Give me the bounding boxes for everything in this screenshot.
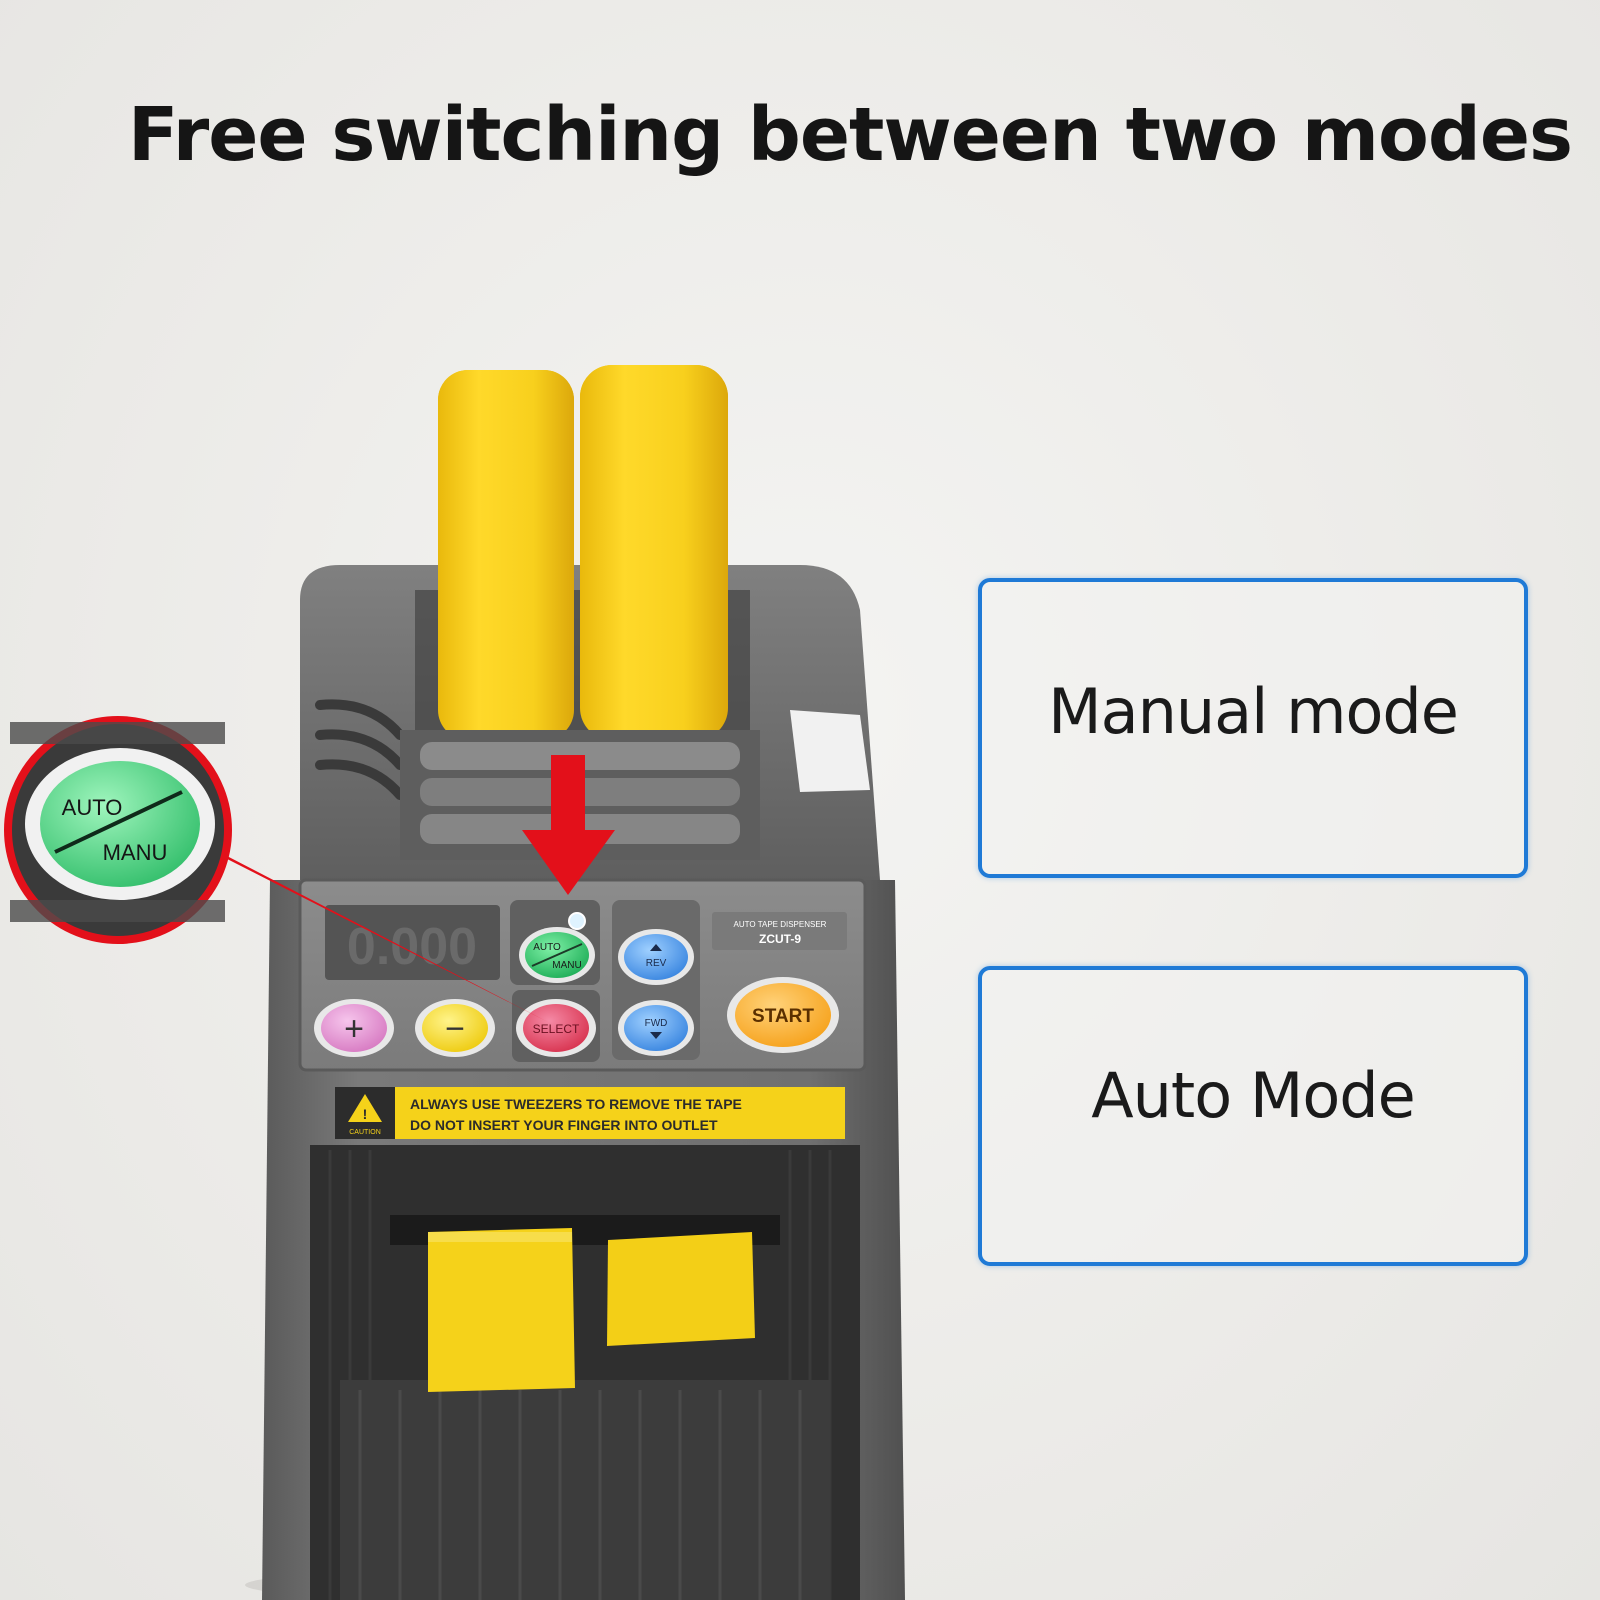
callout-auto-label: AUTO bbox=[62, 795, 123, 820]
brand-line: AUTO TAPE DISPENSER bbox=[734, 920, 827, 929]
callout-manu-label: MANU bbox=[103, 840, 168, 865]
manual-mode-box: Manual mode bbox=[978, 578, 1528, 878]
tape-outlet bbox=[310, 1145, 860, 1600]
down-arrow-icon bbox=[650, 1032, 662, 1039]
fwd-button[interactable]: FWD bbox=[618, 1000, 694, 1056]
start-button[interactable]: START bbox=[727, 977, 839, 1053]
minus-button[interactable]: − bbox=[415, 999, 495, 1057]
rev-button[interactable]: REV bbox=[618, 929, 694, 985]
warning-triangle-icon bbox=[348, 1094, 382, 1122]
plus-button[interactable]: + bbox=[314, 999, 394, 1057]
auto-mode-box: Auto Mode bbox=[978, 966, 1528, 1266]
dispensed-tape bbox=[428, 1228, 755, 1392]
svg-text:!: ! bbox=[363, 1106, 368, 1122]
select-label: SELECT bbox=[533, 1022, 580, 1036]
led-display: 0.000 bbox=[347, 918, 477, 976]
status-led bbox=[568, 912, 586, 930]
manual-mode-label: Manual mode bbox=[1048, 674, 1459, 748]
start-label: START bbox=[752, 1006, 814, 1027]
red-arrow bbox=[522, 755, 615, 895]
auto-label: AUTO bbox=[533, 942, 561, 953]
select-button[interactable]: SELECT bbox=[516, 999, 596, 1057]
headline: Free switching between two modes bbox=[127, 92, 1573, 178]
model-label: ZCUT-9 bbox=[759, 932, 801, 946]
manu-label: MANU bbox=[552, 960, 581, 971]
guide-fins bbox=[315, 699, 405, 800]
up-arrow-icon bbox=[650, 944, 662, 951]
warning-sticker: ! CAUTION ALWAYS USE TWEEZERS TO REMOVE … bbox=[335, 1087, 845, 1139]
caution-label: CAUTION bbox=[349, 1129, 381, 1136]
auto-manu-zoom-callout: AUTO MANU bbox=[4, 716, 232, 944]
auto-mode-label: Auto Mode bbox=[1091, 1058, 1416, 1132]
callout-pointer bbox=[170, 830, 548, 1022]
rev-label: REV bbox=[646, 958, 667, 969]
plus-label: + bbox=[344, 1010, 364, 1048]
white-tab bbox=[790, 710, 870, 792]
fwd-label: FWD bbox=[645, 1018, 668, 1029]
minus-label: − bbox=[445, 1010, 465, 1048]
warning-line-1: ALWAYS USE TWEEZERS TO REMOVE THE TAPE bbox=[410, 1096, 742, 1112]
warning-line-2: DO NOT INSERT YOUR FINGER INTO OUTLET bbox=[410, 1117, 718, 1133]
auto-manu-button[interactable]: AUTO MANU bbox=[519, 927, 595, 983]
